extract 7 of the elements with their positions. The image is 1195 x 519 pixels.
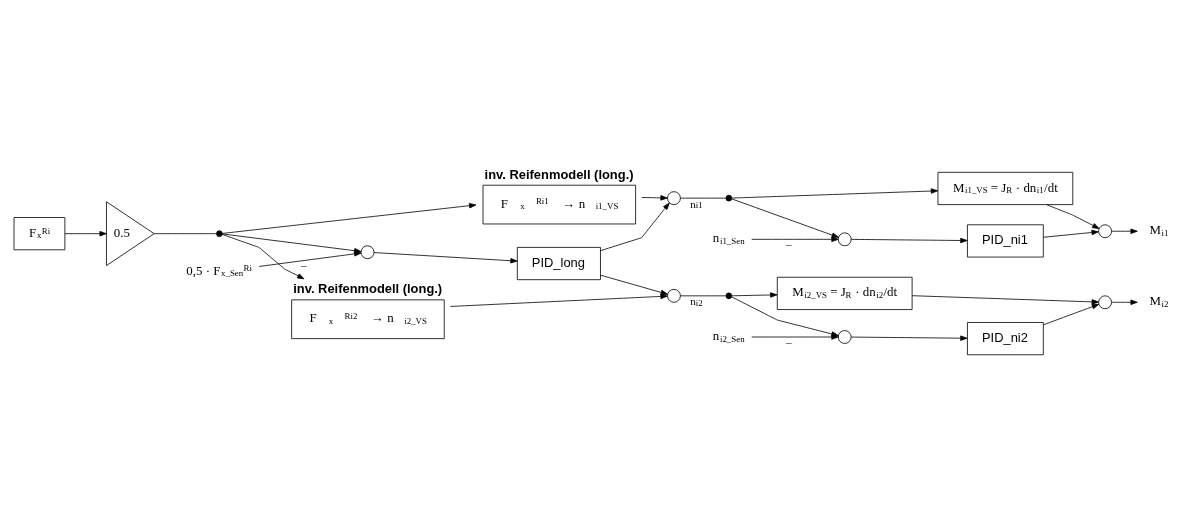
edge-label: ni2 (690, 295, 703, 308)
node-label: inv. Reifenmodell (long.) (484, 166, 634, 182)
edge-label: – (786, 336, 792, 349)
node-label: inv. Reifenmodell (long.) (293, 281, 443, 297)
edge-label: – (301, 259, 307, 272)
edge-label: ni1 (690, 197, 703, 211)
edge-label: – (786, 238, 792, 251)
